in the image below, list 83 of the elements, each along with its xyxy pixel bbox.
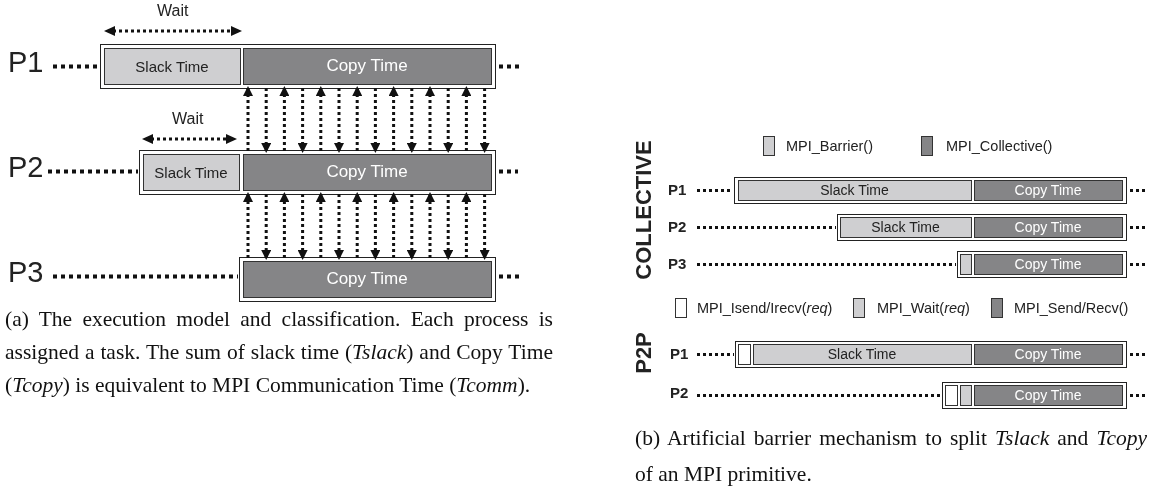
message-arrow	[315, 192, 326, 258]
message-arrow	[388, 192, 399, 258]
slack-time-segment	[737, 179, 972, 201]
group-label: COLLECTIVE	[631, 140, 657, 280]
message-arrow	[461, 86, 472, 151]
segment-label: Copy Time	[1014, 256, 1082, 272]
slack-time-segment	[839, 216, 972, 238]
message-arrow	[479, 194, 490, 260]
process-bar	[942, 382, 1127, 409]
message-arrow	[261, 88, 272, 153]
figure-caption: (b) Artificial barrier mechanism to split Tslack and Tcopy of an MPI primitive.	[635, 425, 1147, 488]
copy-time-segment	[242, 153, 492, 191]
legend-label: MPI_Barrier()	[786, 138, 873, 154]
process-bar	[734, 177, 1127, 204]
message-arrow	[243, 86, 253, 151]
segment-label: Copy Time	[1014, 182, 1082, 198]
copy-time-segment	[973, 179, 1123, 201]
slack-time-segment	[142, 153, 240, 191]
group-label: P2P	[631, 331, 657, 376]
process-label: P1	[8, 46, 44, 79]
process-label: P3	[668, 255, 687, 272]
segment-label: Copy Time	[1014, 387, 1082, 403]
isend-segment	[737, 343, 751, 365]
process-label: P2	[8, 151, 44, 184]
message-arrow	[279, 86, 290, 151]
message-arrow	[425, 86, 435, 151]
message-arrow	[406, 194, 417, 260]
message-arrow	[243, 192, 253, 258]
process-bar	[139, 150, 496, 195]
process-label: P1	[668, 181, 687, 198]
slack-time-segment	[752, 343, 972, 365]
wait-label: Wait	[172, 110, 204, 128]
copy-time-segment	[973, 253, 1123, 275]
legend-label: MPI_Isend/Irecv(req)	[697, 300, 833, 316]
segment-label: Slack Time	[820, 182, 889, 198]
segment-label: Copy Time	[326, 56, 408, 76]
message-arrow	[279, 192, 290, 258]
message-arrow	[425, 192, 435, 258]
message-arrow	[261, 194, 272, 260]
process-bar	[735, 341, 1127, 368]
wait-segment	[959, 253, 972, 275]
message-arrow	[370, 194, 381, 260]
copy-time-segment	[973, 216, 1123, 238]
segment-label: Slack Time	[135, 57, 209, 75]
segment-label: Copy Time	[326, 162, 408, 182]
copy-time-segment	[973, 343, 1123, 365]
message-arrow	[315, 86, 326, 151]
process-label: P1	[670, 345, 689, 362]
message-arrow	[461, 192, 472, 258]
process-bar	[957, 251, 1127, 278]
segment-label: Slack Time	[871, 219, 940, 235]
message-arrow	[479, 88, 490, 153]
message-arrow	[334, 194, 344, 260]
legend-label: MPI_Send/Recv()	[1014, 300, 1129, 316]
copy-time-segment	[242, 47, 492, 85]
process-bar	[837, 214, 1127, 241]
process-label: P3	[8, 256, 44, 289]
message-arrow	[297, 194, 308, 260]
message-arrow	[388, 86, 399, 151]
message-arrow	[370, 88, 381, 153]
slack-time-segment	[103, 47, 241, 85]
message-arrow	[297, 88, 308, 153]
segment-label: Copy Time	[1014, 346, 1082, 362]
copy-time-segment	[973, 384, 1123, 406]
segment-label: Slack Time	[154, 163, 228, 181]
message-arrow	[334, 88, 344, 153]
message-arrow	[352, 86, 363, 151]
process-label: P2	[670, 384, 689, 401]
process-bar	[100, 44, 496, 89]
legend-label: MPI_Wait(req)	[877, 300, 970, 316]
segment-label: Copy Time	[1014, 219, 1082, 235]
message-arrow	[352, 192, 363, 258]
message-arrow	[443, 194, 454, 260]
figure-caption: (a) The execution model and classification. Each process is assigned a task. The sum of slack time (Tslack) and Copy Time (Tcopy) is equivalent to MPI Communication Time (Tcomm).	[5, 306, 553, 399]
wait-segment	[959, 384, 972, 406]
segment-label: Slack Time	[827, 346, 897, 362]
wait-label: Wait	[157, 2, 189, 20]
message-arrow	[406, 88, 417, 153]
segment-label: Copy Time	[326, 269, 408, 289]
message-arrow	[443, 88, 454, 153]
process-label: P2	[668, 218, 687, 235]
isend-segment	[944, 384, 958, 406]
legend-label: MPI_Collective()	[946, 138, 1053, 154]
